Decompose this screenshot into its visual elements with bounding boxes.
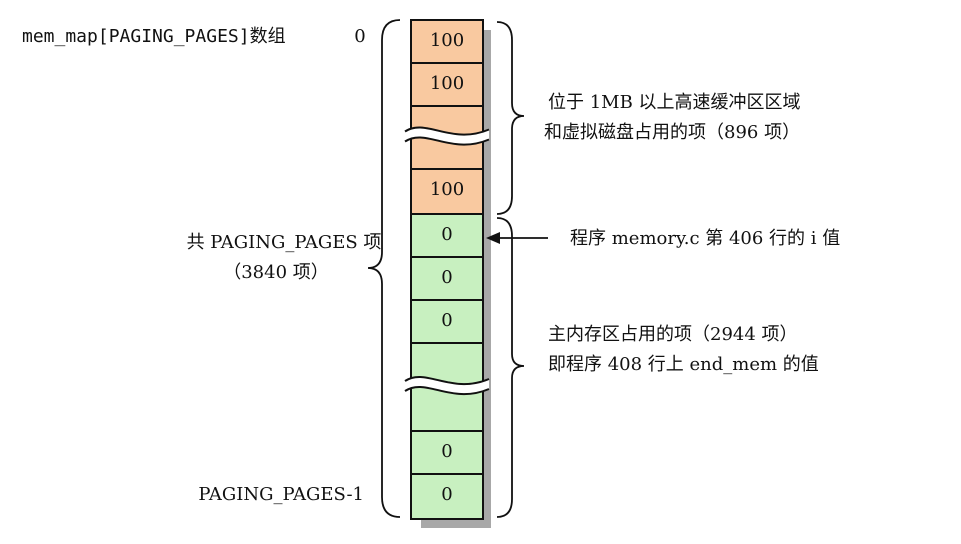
- array-break-wave-top: [404, 376, 490, 386]
- last-index-label: PAGING_PAGES-1: [198, 484, 364, 505]
- array-cell-value: 0: [441, 484, 452, 505]
- buffer-region-line1: 位于 1MB 以上高速缓冲区区域: [548, 92, 801, 113]
- array-cells: 100 100 100 0 0 0 0 0: [404, 19, 490, 520]
- main-region-line1: 主内存区占用的项（2944 项）: [548, 324, 798, 345]
- buffer-region-brace: [496, 21, 525, 215]
- pointer-arrow-head: [486, 232, 500, 244]
- array-cell: [410, 62, 484, 107]
- array-cell-value: 100: [430, 30, 464, 51]
- array-cell: [410, 430, 484, 475]
- total-count-line2: （3840 项）: [223, 262, 329, 283]
- total-count-line1: 共 PAGING_PAGES 项: [187, 232, 382, 253]
- array-cell: [410, 256, 484, 301]
- array-cell-value: 0: [441, 310, 452, 331]
- main-region-line2: 即程序 408 行上 end_mem 的值: [548, 354, 819, 375]
- array-cell-value: 100: [430, 179, 464, 200]
- array-break-band: [405, 376, 489, 395]
- array-cell: [410, 213, 484, 258]
- array-break-band: [405, 127, 489, 145]
- array-cell: [410, 473, 484, 520]
- buffer-region-line2: 和虚拟磁盘占用的项（896 项）: [544, 122, 800, 143]
- array-label: mem_map[PAGING_PAGES]数组: [22, 26, 286, 47]
- array-cell-value: 0: [441, 441, 452, 462]
- pointer-note: 程序 memory.c 第 406 行的 i 值: [570, 228, 840, 249]
- array-cell-value: 100: [430, 73, 464, 94]
- array-cell-value: 0: [441, 267, 452, 288]
- array-break-wave-bottom: [404, 136, 490, 146]
- total-brace: [367, 19, 401, 518]
- main-region-brace: [496, 217, 525, 518]
- array-cell: [410, 19, 484, 64]
- array-break-wave-bottom: [404, 386, 490, 396]
- array-cell-value: 0: [441, 224, 452, 245]
- array-break-wave-top: [404, 126, 490, 136]
- first-index-label: 0: [354, 26, 365, 47]
- array-cell: [410, 299, 484, 344]
